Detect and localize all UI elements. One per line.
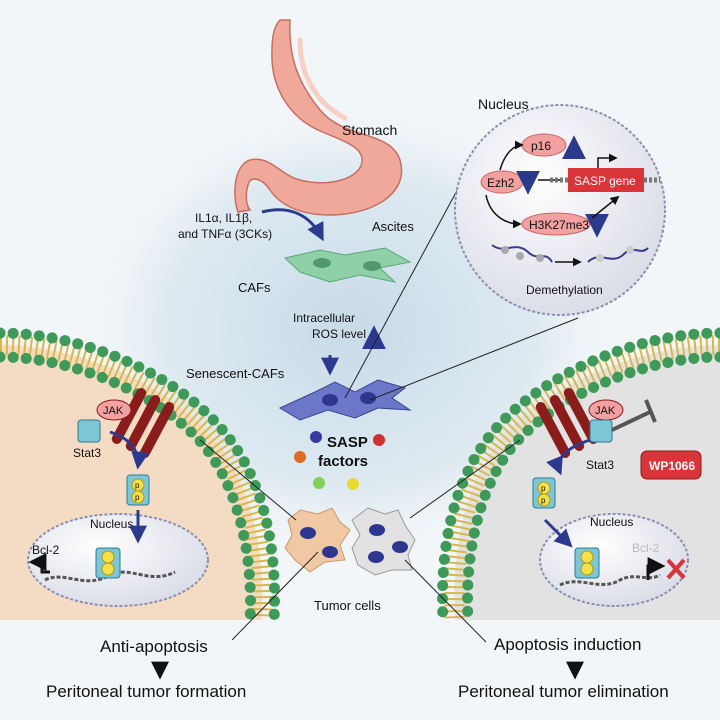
wp1066-badge: [640, 450, 702, 480]
ezh2-to-h3k27me3-arrow: [485, 194, 522, 229]
chromatin-after: [587, 246, 649, 263]
transcription-start-arrow: [597, 153, 618, 168]
cafs-cells: [283, 247, 412, 283]
left-stat3-label: Stat3: [73, 446, 101, 460]
sasp-label-line2: factors: [318, 453, 368, 470]
sasp-dot-green: [313, 477, 325, 489]
cytokines-label-line2: and TNFα (3CKs): [178, 227, 272, 241]
left-bcl2-transcription-arrow: [28, 553, 50, 574]
connector-right-top: [409, 439, 521, 519]
left-p-label-2: p: [135, 493, 140, 502]
cafs-label: CAFs: [238, 280, 271, 295]
right-jak-label: JAK: [595, 405, 616, 417]
left-p-circle-2: [131, 490, 145, 504]
right-nuclear-entry-arrow: [543, 518, 573, 548]
right-nuclear-p2: [580, 562, 594, 576]
ezh2-label: Ezh2: [487, 176, 515, 190]
right-p-label-2: p: [541, 496, 546, 505]
sasp-dot-orange: [294, 451, 306, 463]
senescent-cafs-label: Senescent-CAFs: [186, 366, 285, 381]
left-membrane-inner-beads: [0, 351, 256, 626]
left-outcome-label: Anti-apoptosis: [100, 637, 208, 656]
connector-left-top: [199, 439, 297, 521]
left-p-label-1: p: [135, 481, 140, 490]
senescent-cafs-cells: [278, 379, 412, 421]
right-nuclear-p1: [580, 550, 594, 564]
right-stat3-box: [589, 419, 613, 443]
left-result-label: Peritoneal tumor formation: [46, 682, 246, 701]
ezh2-to-p16-arrow: [499, 140, 524, 171]
right-outcome-label: Apoptosis induction: [494, 635, 641, 654]
stomach-label: Stomach: [342, 122, 397, 138]
left-nuclear-p2: [101, 562, 115, 576]
left-nuclear-p1: [101, 550, 115, 564]
cytokine-arrow: [261, 208, 324, 242]
tumor-cells-right-cluster: [351, 507, 416, 576]
h3k27me3-label: H3K27me3: [529, 218, 589, 232]
stomach-illustration: [234, 19, 403, 216]
sasp-dot-red: [373, 434, 385, 446]
wp1066-label: WP1066: [649, 459, 695, 473]
left-jak-oval: [96, 399, 132, 421]
right-stat3-label: Stat3: [586, 458, 614, 472]
h3k27me3-to-sasp-arrow: [591, 195, 620, 219]
left-membrane-outer-beads: [0, 327, 281, 626]
right-stat3-phospho-arrow: [546, 438, 591, 476]
demethylation-label: Demethylation: [526, 283, 603, 297]
right-nucleus-label: Nucleus: [590, 515, 633, 529]
tumor-cells-left-cluster: [284, 507, 351, 573]
right-p-label-1: p: [541, 484, 546, 493]
right-membrane-tails: [444, 335, 720, 621]
left-membrane-tails: [0, 335, 273, 621]
connector-nucleus-right: [369, 317, 579, 401]
right-membrane-outer-beads: [436, 327, 720, 626]
sasp-dot-blue: [310, 431, 322, 443]
right-bcl2-label: Bcl-2: [632, 541, 660, 555]
blocked-x-icon: [666, 558, 686, 580]
right-membrane-inner-beads: [462, 351, 720, 626]
ascites-label: Ascites: [372, 219, 414, 234]
sasp-gene-label: SASP gene: [574, 174, 636, 188]
tumor-cells-label: Tumor cells: [314, 598, 381, 613]
chromatin-before: [491, 244, 553, 263]
sasp-dot-yellow: [347, 478, 359, 490]
ros-label-line1: Intracellular: [293, 311, 355, 325]
connector-nucleus-left: [344, 184, 461, 399]
left-bcl2-label: Bcl-2: [32, 543, 60, 557]
sasp-gene-box: [568, 168, 644, 192]
left-stat3-box: [77, 419, 101, 443]
cytokines-label-line1: IL1α, IL1β,: [195, 211, 252, 225]
left-nucleus-label: Nucleus: [90, 517, 133, 531]
left-receptor: [111, 388, 175, 458]
right-p-circle-2: [537, 493, 551, 507]
right-bcl2-transcription-arrow: [646, 557, 666, 580]
nucleus-inset-title: Nucleus: [478, 96, 529, 112]
sasp-label-line1: SASP: [327, 434, 368, 451]
left-stat3-phospho-arrow: [109, 430, 149, 470]
ros-label-line2: ROS level: [312, 327, 366, 341]
left-jak-label: JAK: [103, 405, 124, 417]
right-result-label: Peritoneal tumor elimination: [458, 682, 669, 701]
inhibition-tbar: [611, 399, 657, 432]
connector-left-bottom: [231, 551, 319, 641]
right-nucleus: [539, 513, 689, 607]
p16-label: p16: [531, 139, 551, 153]
connector-right-bottom: [404, 559, 487, 643]
